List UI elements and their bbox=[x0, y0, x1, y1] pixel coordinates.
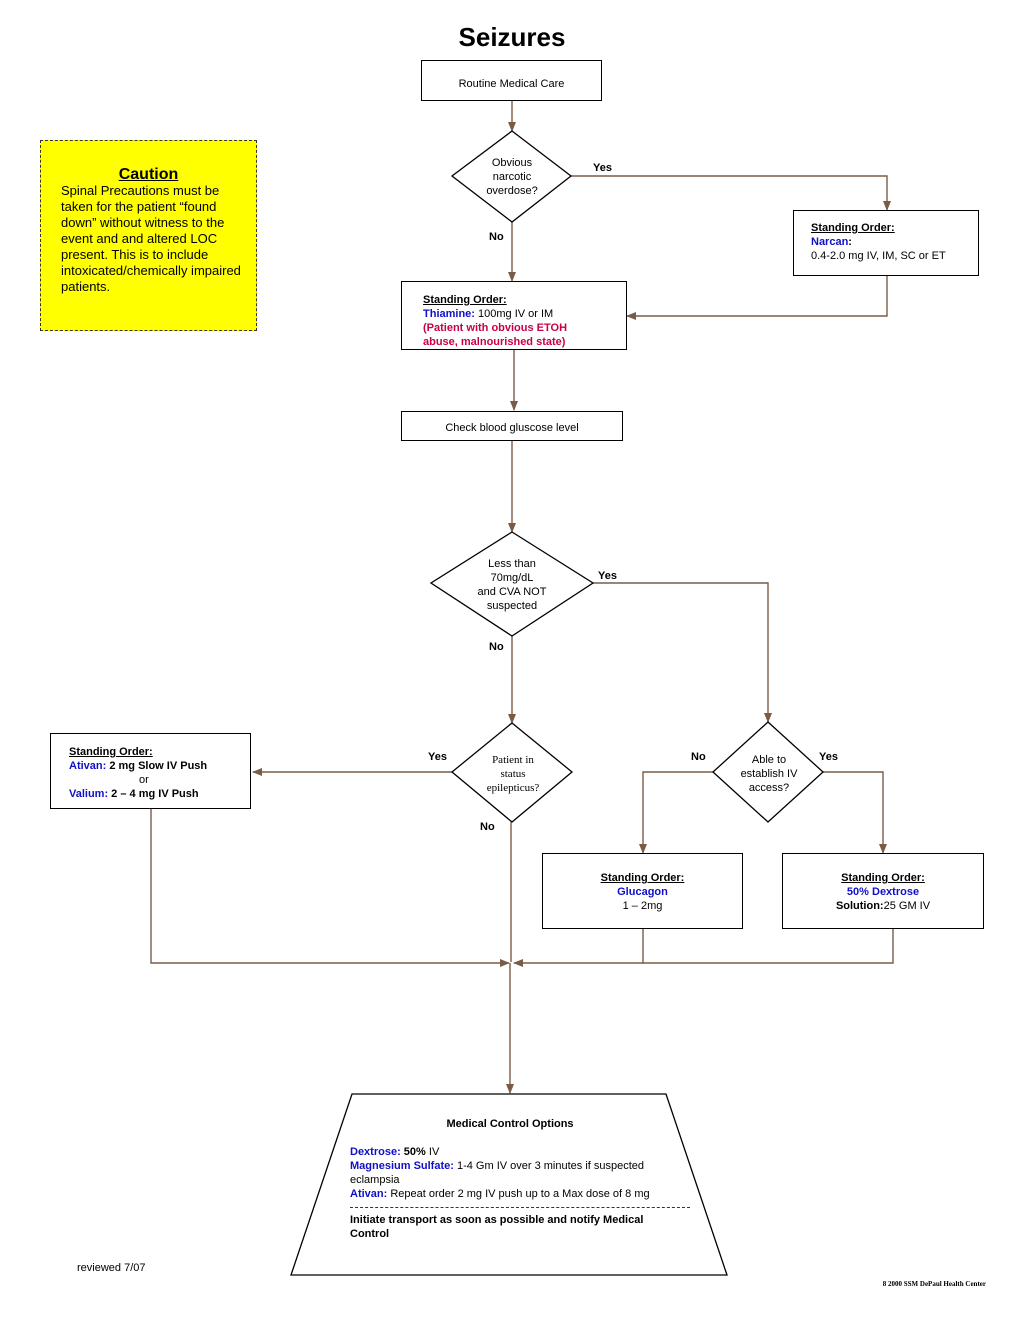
routine-care-label: Routine Medical Care bbox=[458, 78, 565, 90]
transport-note: Initiate transport as soon as possible a… bbox=[350, 1214, 644, 1240]
routine-care-box: Routine Medical Care bbox=[421, 60, 602, 101]
ativan-order-box: Standing Order: Ativan: 2 mg Slow IV Pus… bbox=[50, 733, 251, 809]
decision-iv-diamond bbox=[712, 721, 824, 823]
solution-label: Solution: bbox=[835, 900, 884, 912]
no-label: No bbox=[480, 821, 495, 833]
drug-route: IV bbox=[425, 1146, 440, 1158]
decision-status-diamond bbox=[450, 722, 574, 823]
decision-glucose-diamond bbox=[429, 531, 595, 637]
decision-glucose-text: Less than 70mg/dL and CVA NOT suspected bbox=[462, 557, 562, 613]
drug-name: Ativan: bbox=[350, 1188, 388, 1200]
glucagon-order-box: Standing Order: Glucagon 1 – 2mg bbox=[542, 853, 743, 929]
decision-status-line: status bbox=[500, 768, 526, 780]
drug-name: Narcan bbox=[811, 236, 849, 248]
glucose-check-box: Check blood gluscose level bbox=[401, 411, 623, 441]
decision-glucose-line: suspected bbox=[486, 600, 538, 612]
drug-name: 50% Dextrose bbox=[846, 886, 920, 898]
drug-name: Thiamine: bbox=[423, 308, 475, 320]
drug-name: Dextrose: bbox=[350, 1146, 401, 1158]
decision-status-line: epilepticus? bbox=[486, 782, 540, 794]
decision-iv-line: establish IV bbox=[740, 768, 798, 780]
order-heading: Standing Order: bbox=[69, 746, 153, 758]
decision-iv-line: Able to bbox=[751, 754, 787, 766]
order-heading: Standing Order: bbox=[600, 872, 685, 884]
caution-box: Caution Spinal Precautions must be taken… bbox=[40, 140, 257, 331]
drug-dose: 25 GM IV bbox=[883, 900, 931, 912]
glucose-check-label: Check blood gluscose level bbox=[445, 422, 579, 434]
drug-amount: 50% bbox=[400, 1146, 426, 1158]
thiamine-order-box: Standing Order: Thiamine: 100mg IV or IM… bbox=[401, 281, 627, 350]
order-heading: Standing Order: bbox=[423, 294, 507, 306]
page-title: Seizures bbox=[458, 22, 566, 52]
reviewed-date: reviewed 7/07 bbox=[77, 1262, 146, 1274]
yes-label: Yes bbox=[598, 570, 617, 582]
yes-label: Yes bbox=[819, 751, 838, 763]
copyright-notice: 8 2000 SSM DePaul Health Center bbox=[882, 1280, 986, 1288]
decision-status-text: Patient in status epilepticus? bbox=[467, 753, 559, 795]
drug-dose: 100mg IV or IM bbox=[474, 308, 554, 320]
drug-colon: : bbox=[848, 236, 852, 248]
dextrose-order-box: Standing Order: 50% Dextrose Solution:25… bbox=[782, 853, 984, 929]
order-heading: Standing Order: bbox=[841, 872, 925, 884]
drug-name: Magnesium Sulfate: bbox=[350, 1160, 454, 1172]
no-label: No bbox=[691, 751, 706, 763]
drug-name: Ativan: bbox=[69, 760, 107, 772]
decision-glucose-line: Less than bbox=[488, 558, 536, 570]
yes-label: Yes bbox=[428, 751, 447, 763]
decision-status-line: Patient in bbox=[492, 754, 534, 766]
drug-name: Valium: bbox=[69, 788, 109, 800]
drug-name: Glucagon bbox=[617, 886, 668, 898]
drug-note: abuse, malnourished state) bbox=[423, 336, 566, 348]
medical-control-trapezoid bbox=[290, 1093, 728, 1276]
decision-narcotic-line: narcotic bbox=[492, 171, 532, 183]
decision-iv-line: access? bbox=[748, 782, 790, 794]
decision-narcotic-line: overdose? bbox=[486, 185, 538, 197]
drug-dose: 1-4 Gm IV over 3 minutes if suspected ec… bbox=[350, 1160, 645, 1186]
decision-glucose-line: 70mg/dL bbox=[490, 572, 534, 584]
decision-narcotic-diamond bbox=[450, 130, 573, 223]
drug-dose: 2 – 4 mg IV Push bbox=[108, 788, 199, 800]
drug-dose: 2 mg Slow IV Push bbox=[106, 760, 208, 772]
decision-narcotic-text: Obvious narcotic overdose? bbox=[472, 156, 552, 198]
yes-label: Yes bbox=[593, 162, 612, 174]
drug-note: (Patient with obvious ETOH bbox=[423, 322, 568, 334]
medical-control-title: Medical Control Options bbox=[446, 1118, 574, 1130]
drug-dose: 0.4-2.0 mg IV, IM, SC or ET bbox=[811, 250, 946, 262]
no-label: No bbox=[489, 231, 504, 243]
drug-dose: Repeat order 2 mg IV push up to a Max do… bbox=[387, 1188, 650, 1200]
decision-glucose-line: and CVA NOT bbox=[477, 586, 547, 598]
caution-title: Caution bbox=[118, 166, 179, 183]
caution-text: Spinal Precautions must be taken for the… bbox=[61, 183, 241, 294]
narcan-order-box: Standing Order: Narcan: 0.4-2.0 mg IV, I… bbox=[793, 210, 979, 276]
no-label: No bbox=[489, 641, 504, 653]
decision-iv-text: Able to establish IV access? bbox=[729, 753, 809, 795]
drug-dose: 1 – 2mg bbox=[622, 900, 663, 912]
order-heading: Standing Order: bbox=[811, 222, 895, 234]
or-label: or bbox=[139, 774, 149, 786]
decision-narcotic-line: Obvious bbox=[491, 157, 533, 169]
medical-control-content: Medical Control Options Dextrose: 50% IV… bbox=[350, 1117, 690, 1241]
divider bbox=[350, 1207, 690, 1208]
